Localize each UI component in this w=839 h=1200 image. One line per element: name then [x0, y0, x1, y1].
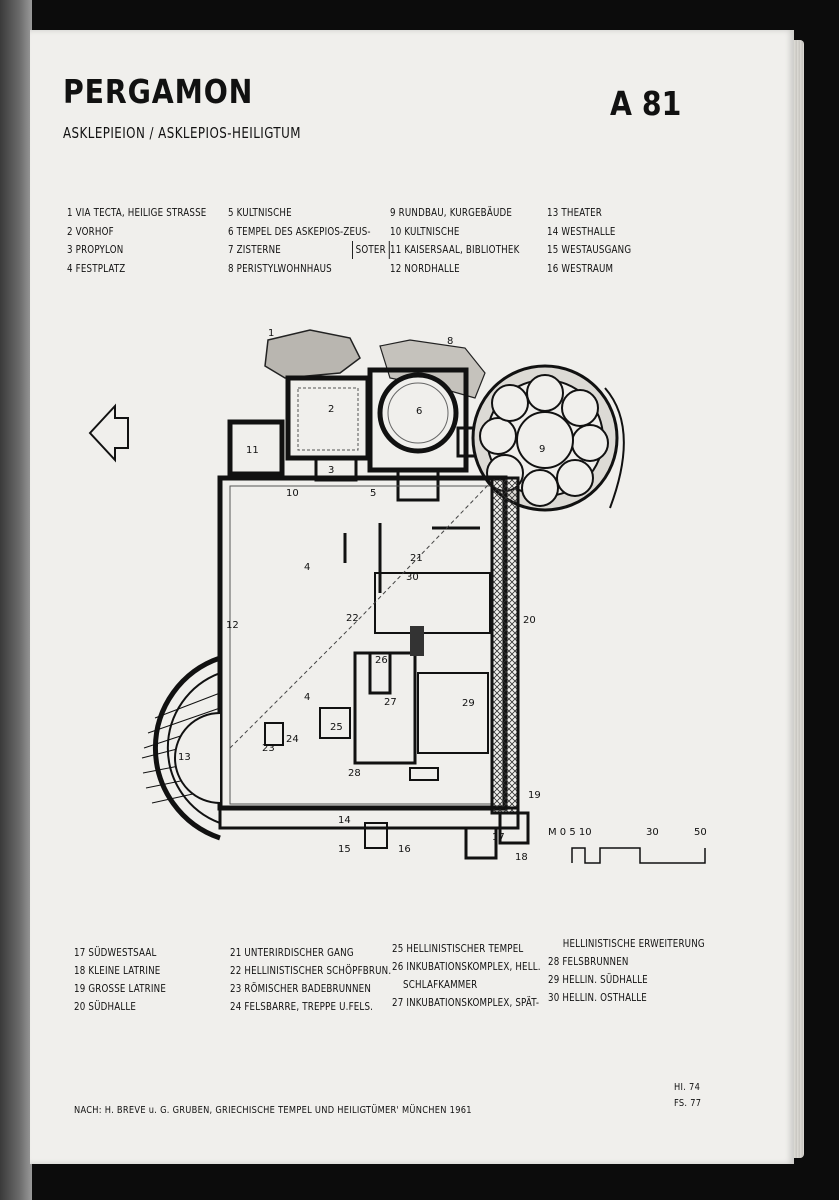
- legend-item: 11 KAISERSAAL, BIBLIOTHEK: [390, 244, 520, 256]
- legend-item: 9 RUNDBAU, KURGEBÄUDE: [390, 207, 513, 219]
- legend-item: 16 WESTRAUM: [547, 262, 614, 275]
- plan-label: 12: [226, 620, 239, 631]
- plan-label: 5: [370, 488, 376, 499]
- legend-item: 2 VORHOF: [67, 225, 114, 238]
- legend-item: 10 KULTNISCHE: [390, 225, 460, 238]
- legend-item: 28 FELSBRUNNEN: [548, 956, 629, 968]
- page: [30, 30, 794, 1164]
- legend-item: 18 KLEINE LATRINE: [74, 965, 161, 977]
- legend-top-col2: 5 KULTNISCHE 6 TEMPEL DES ASKEPIOS-ZEUS-…: [228, 204, 371, 278]
- legend-soter: SOTER: [352, 241, 390, 259]
- legend-top-col1: 1 VIA TECTA, HEILIGE STRASSE 2 VORHOF 3 …: [67, 204, 206, 278]
- via-tecta: [264, 329, 361, 379]
- plan-label: 1: [268, 328, 274, 339]
- legend-item: SCHLAFKAMMER: [403, 979, 478, 991]
- plan-label: 28: [348, 768, 361, 779]
- plan-label: 8: [447, 336, 453, 347]
- plan-label: 17: [492, 832, 505, 843]
- plan-label: 15: [338, 844, 351, 855]
- westhalle: [218, 806, 520, 830]
- sheet-number: A 81: [610, 84, 682, 123]
- scale-mid: 30: [646, 827, 659, 838]
- legend-bottom-col2: 21 UNTERIRDISCHER GANG 22 HELLINISTISCHE…: [230, 944, 391, 1016]
- plan-label: 3: [328, 465, 334, 476]
- legend-item: 4 FESTPLATZ: [67, 262, 126, 275]
- page-subtitle: ASKLEPIEION / ASKLEPIOS-HEILIGTUM: [63, 124, 301, 142]
- legend-item: 7 ZISTERNE: [228, 244, 281, 256]
- legend-item: 13 THEATER: [547, 207, 603, 219]
- legend-item: 12 NORDHALLE: [390, 262, 460, 275]
- hellin-osthalle: [374, 572, 491, 634]
- book-spine: [0, 0, 32, 1200]
- legend-item: 6 TEMPEL DES ASKEPIOS-ZEUS-: [228, 225, 371, 238]
- legend-item: 29 HELLIN. SÜDHALLE: [548, 974, 648, 986]
- vorhof: [285, 375, 371, 461]
- plan-label: 4: [304, 562, 310, 573]
- legend-item: 25 HELLINISTISCHER TEMPEL: [392, 943, 524, 955]
- legend-item: 3 PROPYLON: [67, 244, 124, 256]
- plan-label: 21: [410, 553, 423, 564]
- hellin-tempel: [319, 707, 351, 739]
- suedhalle: [490, 476, 520, 815]
- legend-top-col3: 9 RUNDBAU, KURGEBÄUDE 10 KULTNISCHE 11 K…: [390, 204, 519, 278]
- legend-item: 22 HELLINISTISCHER SCHÖPFBRUN.: [230, 965, 392, 977]
- theater: [152, 655, 221, 841]
- latrinen: [498, 811, 530, 845]
- catalog-code-2: FS. 77: [674, 1098, 702, 1109]
- legend-item: 1 VIA TECTA, HEILIGE STRASSE: [67, 207, 207, 219]
- suedwestsaal: [464, 826, 498, 860]
- plan-label: 20: [523, 615, 536, 626]
- legend-item: 24 FELSBARRE, TREPPE U.FELS.: [230, 1001, 374, 1013]
- inkubationskomplex: [353, 651, 417, 765]
- legend-item: HELLINISTISCHE ERWEITERUNG: [562, 938, 705, 950]
- legend-item: 14 WESTHALLE: [547, 225, 616, 238]
- legend-item: 20 SÜDHALLE: [74, 1001, 137, 1013]
- legend-item: 21 UNTERIRDISCHER GANG: [230, 947, 354, 959]
- plan-label: 30: [406, 572, 419, 583]
- legend-item: 26 INKUBATIONSKOMPLEX, HELL.: [392, 961, 541, 973]
- scale-bar: M 0 5 10 30 50: [548, 827, 707, 864]
- legend-item: 23 RÖMISCHER BADEBRUNNEN: [230, 983, 372, 995]
- plan-label: 7: [463, 438, 469, 449]
- legend-item: 27 INKUBATIONSKOMPLEX, SPÄT-: [392, 997, 540, 1009]
- legend-item: 8 PERISTYLWOHNHAUS: [228, 262, 332, 275]
- legend-bottom-col4: HELLINISTISCHE ERWEITERUNG 28 FELSBRUNNE…: [548, 935, 705, 1007]
- page-title: PERGAMON: [63, 72, 254, 111]
- scale-end: 50: [694, 827, 707, 838]
- north-arrow-icon: [88, 403, 129, 463]
- plan-label: 22: [346, 613, 359, 624]
- plan-label: 2: [328, 404, 334, 415]
- source-note: NACH: H. BREVE u. G. GRUBEN, GRIECHISCHE…: [74, 1105, 472, 1116]
- plan-label: 10: [286, 488, 299, 499]
- legend-item: 5 KULTNISCHE: [228, 207, 292, 219]
- plan-label: 29: [462, 698, 475, 709]
- legend-item: 30 HELLIN. OSTHALLE: [548, 992, 647, 1004]
- plan-label: 18: [515, 852, 528, 863]
- scale-label: M 0 5 10: [548, 827, 592, 838]
- plan-label: 19: [528, 790, 541, 801]
- plan-label: 4: [304, 692, 310, 703]
- plan-label: 16: [398, 844, 411, 855]
- plan-label: 25: [330, 722, 343, 733]
- legend-item: 19 GROSSE LATRINE: [74, 983, 166, 995]
- plan-label: 13: [178, 752, 191, 763]
- site-plan: 1 2 3 4 4 5 6 7 8 9 10 11 12 13 14 15 16…: [88, 328, 707, 864]
- plan-label: 24: [286, 734, 299, 745]
- kaisersaal: [227, 419, 285, 477]
- plan-label: 9: [539, 444, 545, 455]
- hellin-suedhalle: [417, 672, 489, 754]
- plan-label: 26: [375, 655, 388, 666]
- legend-item: 15 WESTAUSGANG: [547, 244, 632, 256]
- legend-top-col4: 13 THEATER 14 WESTHALLE 15 WESTAUSGANG 1…: [547, 204, 631, 278]
- plan-label: 6: [416, 406, 422, 417]
- plan-label: 14: [338, 815, 351, 826]
- legend-bottom-col3: 25 HELLINISTISCHER TEMPEL 26 INKUBATIONS…: [392, 940, 541, 1012]
- legend-bottom-col1: 17 SÜDWESTSAAL 18 KLEINE LATRINE 19 GROS…: [74, 944, 166, 1016]
- plan-label: 27: [384, 697, 397, 708]
- plan-label: 23: [262, 743, 275, 754]
- catalog-code-1: HI. 74: [674, 1082, 701, 1093]
- plan-label: 11: [246, 445, 259, 456]
- legend-item: 17 SÜDWESTSAAL: [74, 947, 157, 959]
